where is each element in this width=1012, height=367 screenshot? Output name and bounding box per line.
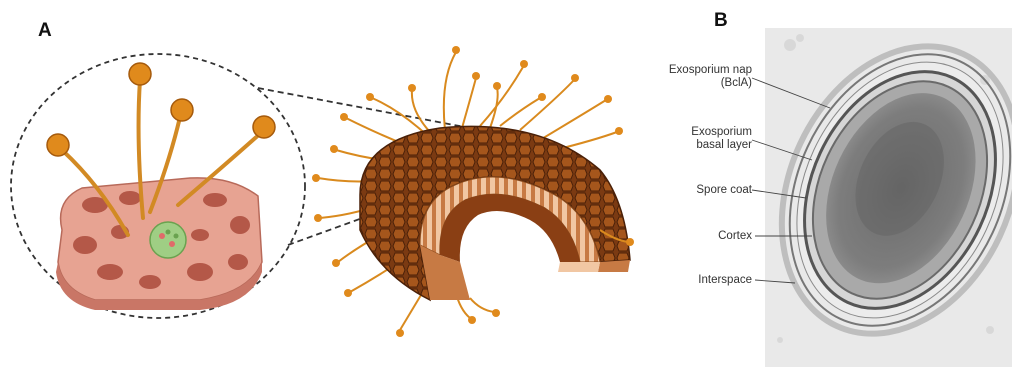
hair-knob xyxy=(571,74,579,82)
label-interspace-text: Interspace xyxy=(642,274,752,287)
hair-knob xyxy=(366,93,374,101)
bcla-knob xyxy=(47,134,69,156)
hair-knob xyxy=(472,72,480,80)
hair-knob xyxy=(538,93,546,101)
label-exosporium-nap: Exosporium nap (BclA) xyxy=(642,64,752,90)
bcla-knob xyxy=(253,116,275,138)
label-exosporium-basal-line2: basal layer xyxy=(642,139,752,152)
label-exosporium-nap-line2: (BclA) xyxy=(642,77,752,90)
label-interspace: Interspace xyxy=(642,274,752,287)
hair-knob xyxy=(332,259,340,267)
hair-knob xyxy=(314,214,322,222)
hair-knob xyxy=(408,84,416,92)
label-exosporium-basal-line1: Exosporium xyxy=(642,126,752,139)
label-spore-coat-text: Spore coat xyxy=(642,184,752,197)
bcla-knob xyxy=(129,63,151,85)
bcla-knob xyxy=(171,99,193,121)
hair-knob xyxy=(626,238,634,246)
em-micrograph xyxy=(737,8,1012,367)
basal-layer-lattice xyxy=(56,178,262,310)
hair-knob xyxy=(604,95,612,103)
hair-knob xyxy=(344,289,352,297)
hair-knob xyxy=(520,60,528,68)
spore-shell-cutaway xyxy=(312,46,634,337)
hair-knob xyxy=(396,329,404,337)
hair-knob xyxy=(615,127,623,135)
hair-knob xyxy=(468,316,476,324)
label-exosporium-basal-layer: Exosporium basal layer xyxy=(642,126,752,152)
hair-knob xyxy=(312,174,320,182)
hair-knob xyxy=(452,46,460,54)
hair-knob xyxy=(340,113,348,121)
zoom-connector-line xyxy=(258,88,470,128)
hair-knob xyxy=(330,145,338,153)
hair-knob xyxy=(493,82,501,90)
label-spore-coat: Spore coat xyxy=(642,184,752,197)
label-exosporium-nap-line1: Exosporium nap xyxy=(642,64,752,77)
hair-knob xyxy=(492,309,500,317)
label-cortex: Cortex xyxy=(642,230,752,243)
label-cortex-text: Cortex xyxy=(642,230,752,243)
